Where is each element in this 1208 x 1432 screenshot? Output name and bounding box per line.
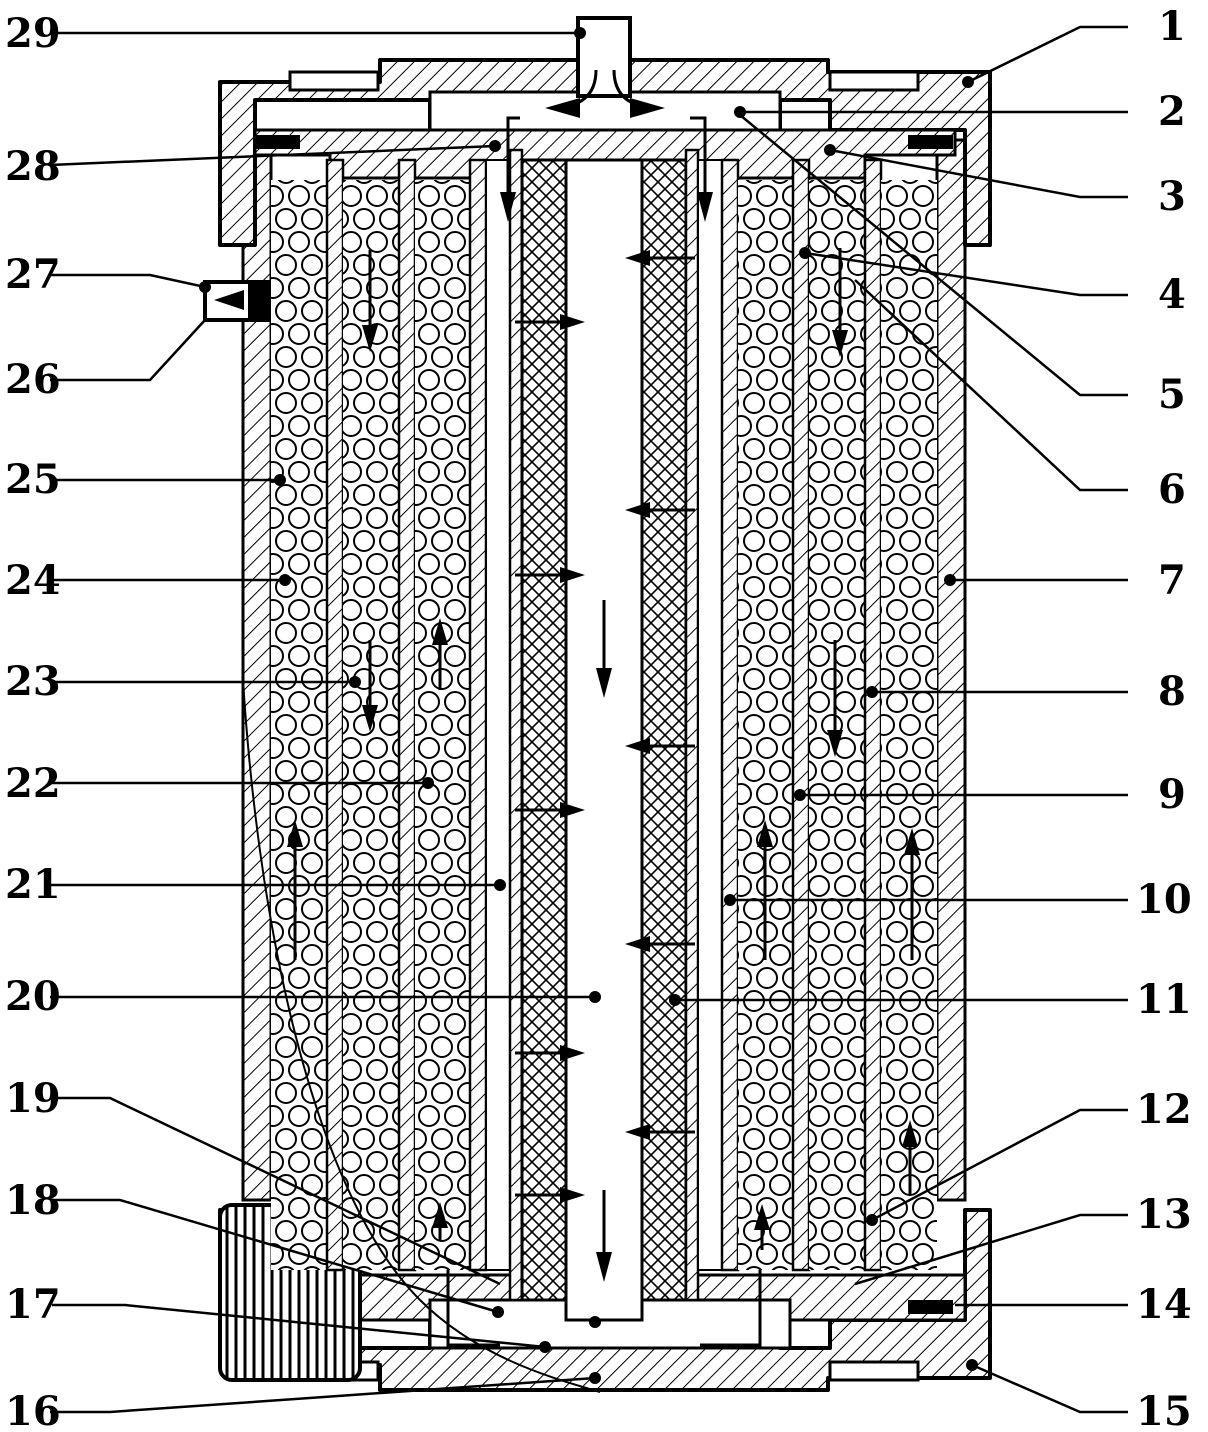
tube-wall-right-2 xyxy=(791,158,811,1272)
cutaway-curve xyxy=(242,679,601,1393)
tube-wall-left-2 xyxy=(397,158,417,1272)
leader-dots xyxy=(199,27,978,1384)
label-28: 28 xyxy=(5,143,61,190)
bead-layer-right-inner xyxy=(738,180,793,1270)
flow-arrowhead-top-left xyxy=(545,98,580,118)
label-5: 5 xyxy=(1158,371,1186,418)
flow-membrane-left xyxy=(515,314,585,1203)
seal-top-right xyxy=(908,135,953,149)
inlet-pipe xyxy=(576,16,632,98)
flow-arrowhead-down-left xyxy=(500,192,516,222)
flow-bead-vertical xyxy=(287,248,920,1250)
label-7: 7 xyxy=(1158,557,1186,604)
label-27: 27 xyxy=(5,251,61,298)
label-11: 11 xyxy=(1136,976,1192,1023)
top-cap-outer-ring-left xyxy=(288,70,380,92)
flow-arrowhead-top-right xyxy=(630,98,665,118)
label-9: 9 xyxy=(1158,771,1186,818)
flow-center-down-2-head xyxy=(596,1252,612,1282)
label-25: 25 xyxy=(5,456,61,503)
bead-layer-left-inner xyxy=(415,180,470,1270)
flow-arrows xyxy=(287,69,920,1347)
center-channel xyxy=(564,158,644,1322)
leader-lines xyxy=(49,25,1128,1414)
label-20: 20 xyxy=(5,973,61,1020)
label-23: 23 xyxy=(5,658,61,705)
side-valve-seal xyxy=(248,280,270,322)
tube-wall-right-4 xyxy=(684,148,700,1302)
gap-left xyxy=(485,159,511,1271)
membrane-left xyxy=(520,158,568,1302)
label-2: 2 xyxy=(1158,88,1186,135)
callout-labels: 29 28 27 26 25 24 23 22 21 20 19 18 17 1… xyxy=(5,3,1192,1432)
label-17: 17 xyxy=(5,1281,61,1328)
flow-bottom-right xyxy=(700,1270,762,1347)
inner-layers-right xyxy=(640,148,937,1302)
flow-arrowhead-down-right xyxy=(697,192,713,222)
tube-wall-left-3 xyxy=(468,158,488,1272)
label-19: 19 xyxy=(5,1075,61,1122)
seal-bottom-right xyxy=(908,1300,953,1314)
label-1: 1 xyxy=(1158,3,1186,50)
bead-layer-left-outer xyxy=(271,180,327,1270)
label-24: 24 xyxy=(5,557,61,604)
bead-layer-right-outer xyxy=(881,180,937,1270)
label-8: 8 xyxy=(1158,668,1186,715)
label-26: 26 xyxy=(5,356,61,403)
tube-wall-right-3 xyxy=(720,158,740,1272)
label-22: 22 xyxy=(5,760,61,807)
flow-membrane-right xyxy=(625,250,695,1140)
side-valve-arrow xyxy=(214,290,244,310)
label-6: 6 xyxy=(1158,466,1186,513)
label-21: 21 xyxy=(5,861,61,908)
label-29: 29 xyxy=(5,10,61,57)
seal-top-left xyxy=(255,135,300,149)
tube-wall-right-1 xyxy=(863,158,883,1272)
bead-layer-right-mid xyxy=(809,180,865,1270)
label-12: 12 xyxy=(1136,1086,1192,1133)
flow-bottom-left xyxy=(446,1270,500,1347)
label-15: 15 xyxy=(1136,1388,1192,1432)
label-18: 18 xyxy=(5,1177,61,1224)
label-10: 10 xyxy=(1136,876,1192,923)
label-13: 13 xyxy=(1136,1191,1192,1238)
label-3: 3 xyxy=(1158,173,1186,220)
flow-arrow-top-down-left xyxy=(506,116,520,208)
label-16: 16 xyxy=(5,1388,61,1432)
gap-right xyxy=(697,159,723,1271)
flow-arrow-top-down-right xyxy=(690,116,707,208)
outer-shell-right xyxy=(935,138,967,1202)
bottom-cap-outer-ring-right xyxy=(828,1360,920,1382)
label-4: 4 xyxy=(1158,271,1186,318)
flow-center-down-1-head xyxy=(596,668,612,698)
tube-wall-left-1 xyxy=(325,158,345,1272)
label-14: 14 xyxy=(1136,1281,1192,1328)
top-cap-outer-ring-right xyxy=(828,70,920,92)
